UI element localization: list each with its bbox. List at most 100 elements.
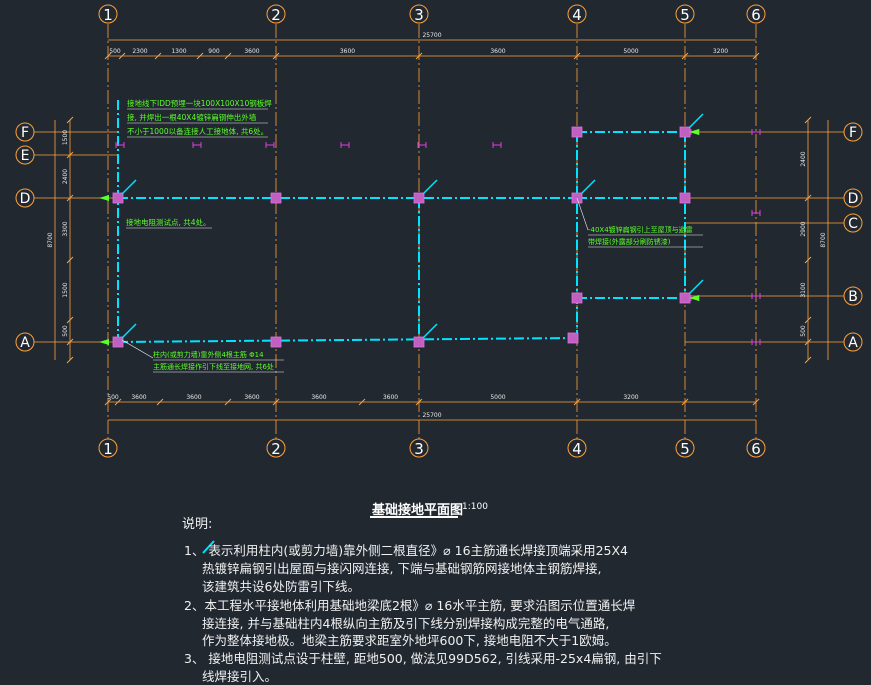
axis-bubble — [409, 438, 429, 458]
annotation-text: 接地电阻测试点, 共4处。 — [126, 217, 211, 227]
axis-label: 5 — [680, 440, 690, 458]
axis-label: A — [20, 335, 30, 351]
dimension-tick — [804, 338, 812, 346]
dimension-text: 500 — [62, 325, 69, 337]
axis-label: 4 — [572, 440, 582, 458]
dimension-text: 2300 — [132, 48, 147, 55]
axis-label: 2 — [271, 440, 281, 458]
annotation-text: 接, 并焊出一根40X4镀锌扁钢伸出外墙 — [127, 112, 257, 122]
column — [679, 192, 691, 204]
columns — [112, 126, 761, 348]
axis-bubble — [266, 4, 286, 24]
dimension-tick — [104, 398, 112, 406]
dimension-tick — [196, 52, 204, 60]
axis-bubble — [675, 438, 695, 458]
leader-line — [576, 197, 589, 231]
dimension-tick — [66, 338, 74, 346]
downlead-arrow — [121, 179, 137, 195]
grounding-conductor — [117, 337, 574, 343]
column — [571, 292, 583, 304]
dimension-text: 1500 — [62, 282, 69, 297]
annotation-text: -40X4镀锌扁钢引上至屋顶与避雷 — [588, 225, 693, 234]
dimension-text: 1300 — [171, 48, 186, 55]
column — [270, 192, 282, 204]
column — [270, 336, 282, 348]
column — [413, 336, 425, 348]
axis-label: 2 — [271, 6, 281, 24]
axis-label: F — [21, 125, 29, 141]
column — [413, 192, 425, 204]
axis-bubble — [266, 438, 286, 458]
test-point-arrow — [99, 195, 109, 201]
downlead-arrow — [580, 179, 596, 195]
downlead-arrow — [688, 113, 704, 129]
dimension-text: 3600 — [311, 394, 326, 401]
dimension-tick — [752, 398, 760, 406]
dimension-text: 3300 — [62, 221, 69, 236]
axis-bubble — [98, 4, 118, 24]
axis-bubble — [746, 4, 766, 24]
axis-label: 3 — [414, 6, 424, 24]
dimension-tick — [114, 398, 122, 406]
dimension-tick — [154, 52, 162, 60]
axis-bubble — [843, 122, 863, 142]
axis-label: C — [848, 216, 858, 232]
axis-bubble — [843, 332, 863, 352]
dimension-tick — [804, 256, 812, 264]
dimension-text: 3200 — [713, 48, 728, 55]
dimension-tick — [681, 398, 689, 406]
dimension-text: 3600 — [244, 394, 259, 401]
grounding-network — [117, 100, 686, 343]
dimension-tick — [573, 52, 581, 60]
axis-label: 1 — [103, 6, 113, 24]
axis-bubble — [409, 4, 429, 24]
dimension-text: 3600 — [131, 394, 146, 401]
dimension-text: 3600 — [244, 48, 259, 55]
annotation-text: 接地线下IDD预埋一块100X100X10钢板焊 — [127, 98, 272, 108]
axis-label: B — [848, 289, 858, 305]
dimension-text: 3600 — [490, 48, 505, 55]
test-point-arrow — [99, 339, 109, 345]
downlead-arrow — [422, 323, 438, 339]
dimension-text: 3600 — [383, 394, 398, 401]
dimension-text: 1500 — [62, 130, 69, 145]
dimension-text: 5000 — [623, 48, 638, 55]
dimension-text: 3100 — [800, 282, 807, 297]
dimension-tick — [415, 52, 423, 60]
axis-label: A — [848, 335, 858, 351]
dimension-text: 2400 — [62, 169, 69, 184]
dimension-text: 500 — [107, 394, 119, 401]
dimension-tick — [66, 356, 74, 364]
axis-label: 6 — [751, 440, 761, 458]
axis-label: D — [848, 191, 859, 207]
axis-bubble — [15, 145, 35, 165]
dimension-tick — [66, 256, 74, 264]
dimension-text: 900 — [208, 48, 220, 55]
column — [571, 126, 583, 138]
dimension-total: 8700 — [820, 232, 827, 247]
dimension-tick — [804, 116, 812, 124]
dimension-tick — [752, 52, 760, 60]
column — [567, 332, 579, 344]
axis-bubble — [843, 213, 863, 233]
axis-label: 5 — [680, 6, 690, 24]
axis-bubble — [675, 4, 695, 24]
annotation-text: 柱内(或剪力墙)靠外侧4根主筋 Φ14 — [153, 350, 264, 359]
dimension-text: 2400 — [800, 151, 807, 166]
dimension-tick — [118, 52, 126, 60]
axis-bubble — [98, 438, 118, 458]
downlead-arrow — [422, 179, 438, 195]
annotation-text: 不小于1000以备连接人工接地体, 共6处。 — [127, 126, 268, 136]
column — [679, 126, 691, 138]
leader-line — [121, 339, 154, 359]
dimension-text: 3600 — [186, 394, 201, 401]
dimension-text: 500 — [109, 48, 121, 55]
axis-bubble — [15, 122, 35, 142]
axis-bubble — [746, 438, 766, 458]
dimension-tick — [573, 398, 581, 406]
dimension-tick — [224, 398, 232, 406]
column — [112, 192, 124, 204]
